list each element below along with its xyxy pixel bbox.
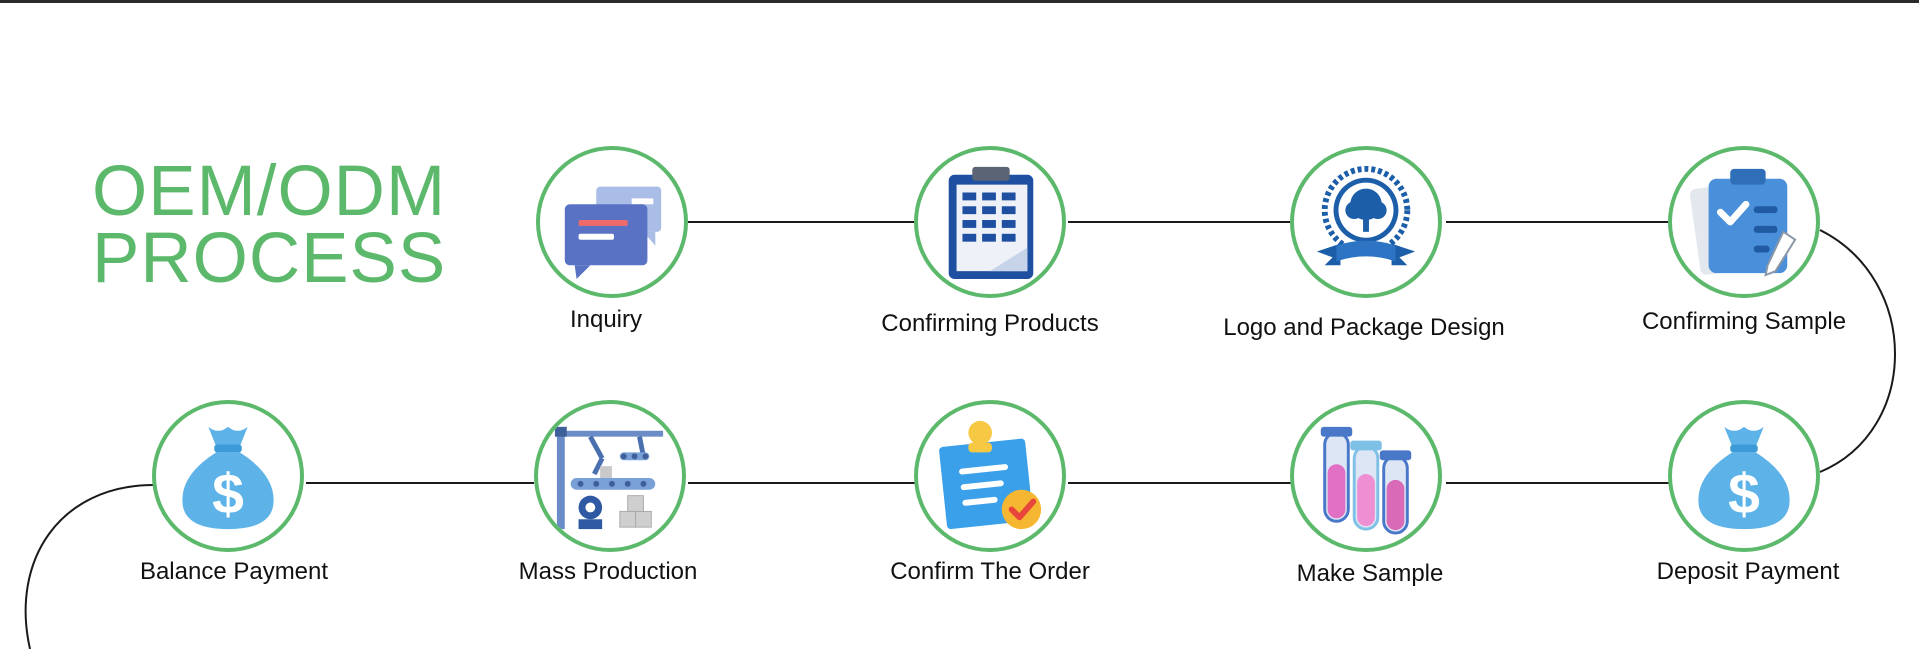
svg-text:$: $ [1728,462,1760,526]
step-circle: $ [1668,400,1820,552]
step-circle [1290,146,1442,298]
step-circle [914,400,1066,552]
step-circle [914,146,1066,298]
step-label: Inquiry [569,306,643,333]
connector-4-5 [1819,229,1896,473]
clipboard-list-icon [948,166,1034,280]
title-line-1: OEM/ODM [92,152,447,231]
money-bag-icon: $ [1698,426,1790,530]
title-line-2: PROCESS [92,219,447,298]
step-circle [536,146,688,298]
page-title: OEM/ODM PROCESS [92,152,447,298]
money-bag-icon: $ [182,426,274,530]
step-circle [1290,400,1442,552]
step-circle [1668,146,1820,298]
step-label: Balance Payment [139,558,329,585]
svg-text:$: $ [212,462,244,526]
step-circle: $ [152,400,304,552]
step-label: Confirming Products [881,310,1099,337]
step-label: Confirming Sample [1641,308,1847,335]
test-tubes-icon [1320,426,1412,535]
factory-robot-arm-icon [554,426,664,530]
pinned-note-check-icon [939,420,1042,530]
tree-badge-icon [1316,165,1416,266]
step-label: Make Sample [1296,560,1444,587]
chat-bubbles-icon [564,186,662,280]
step-circle [534,400,686,552]
top-border [0,0,1919,3]
step-label: Deposit Payment [1656,558,1840,585]
clipboard-check-icon [1689,168,1797,277]
step-label: Mass Production [518,558,698,585]
connector-9-out [24,484,155,649]
step-label: Confirm The Order [890,558,1090,585]
step-label: Logo and Package Design [1223,314,1505,341]
